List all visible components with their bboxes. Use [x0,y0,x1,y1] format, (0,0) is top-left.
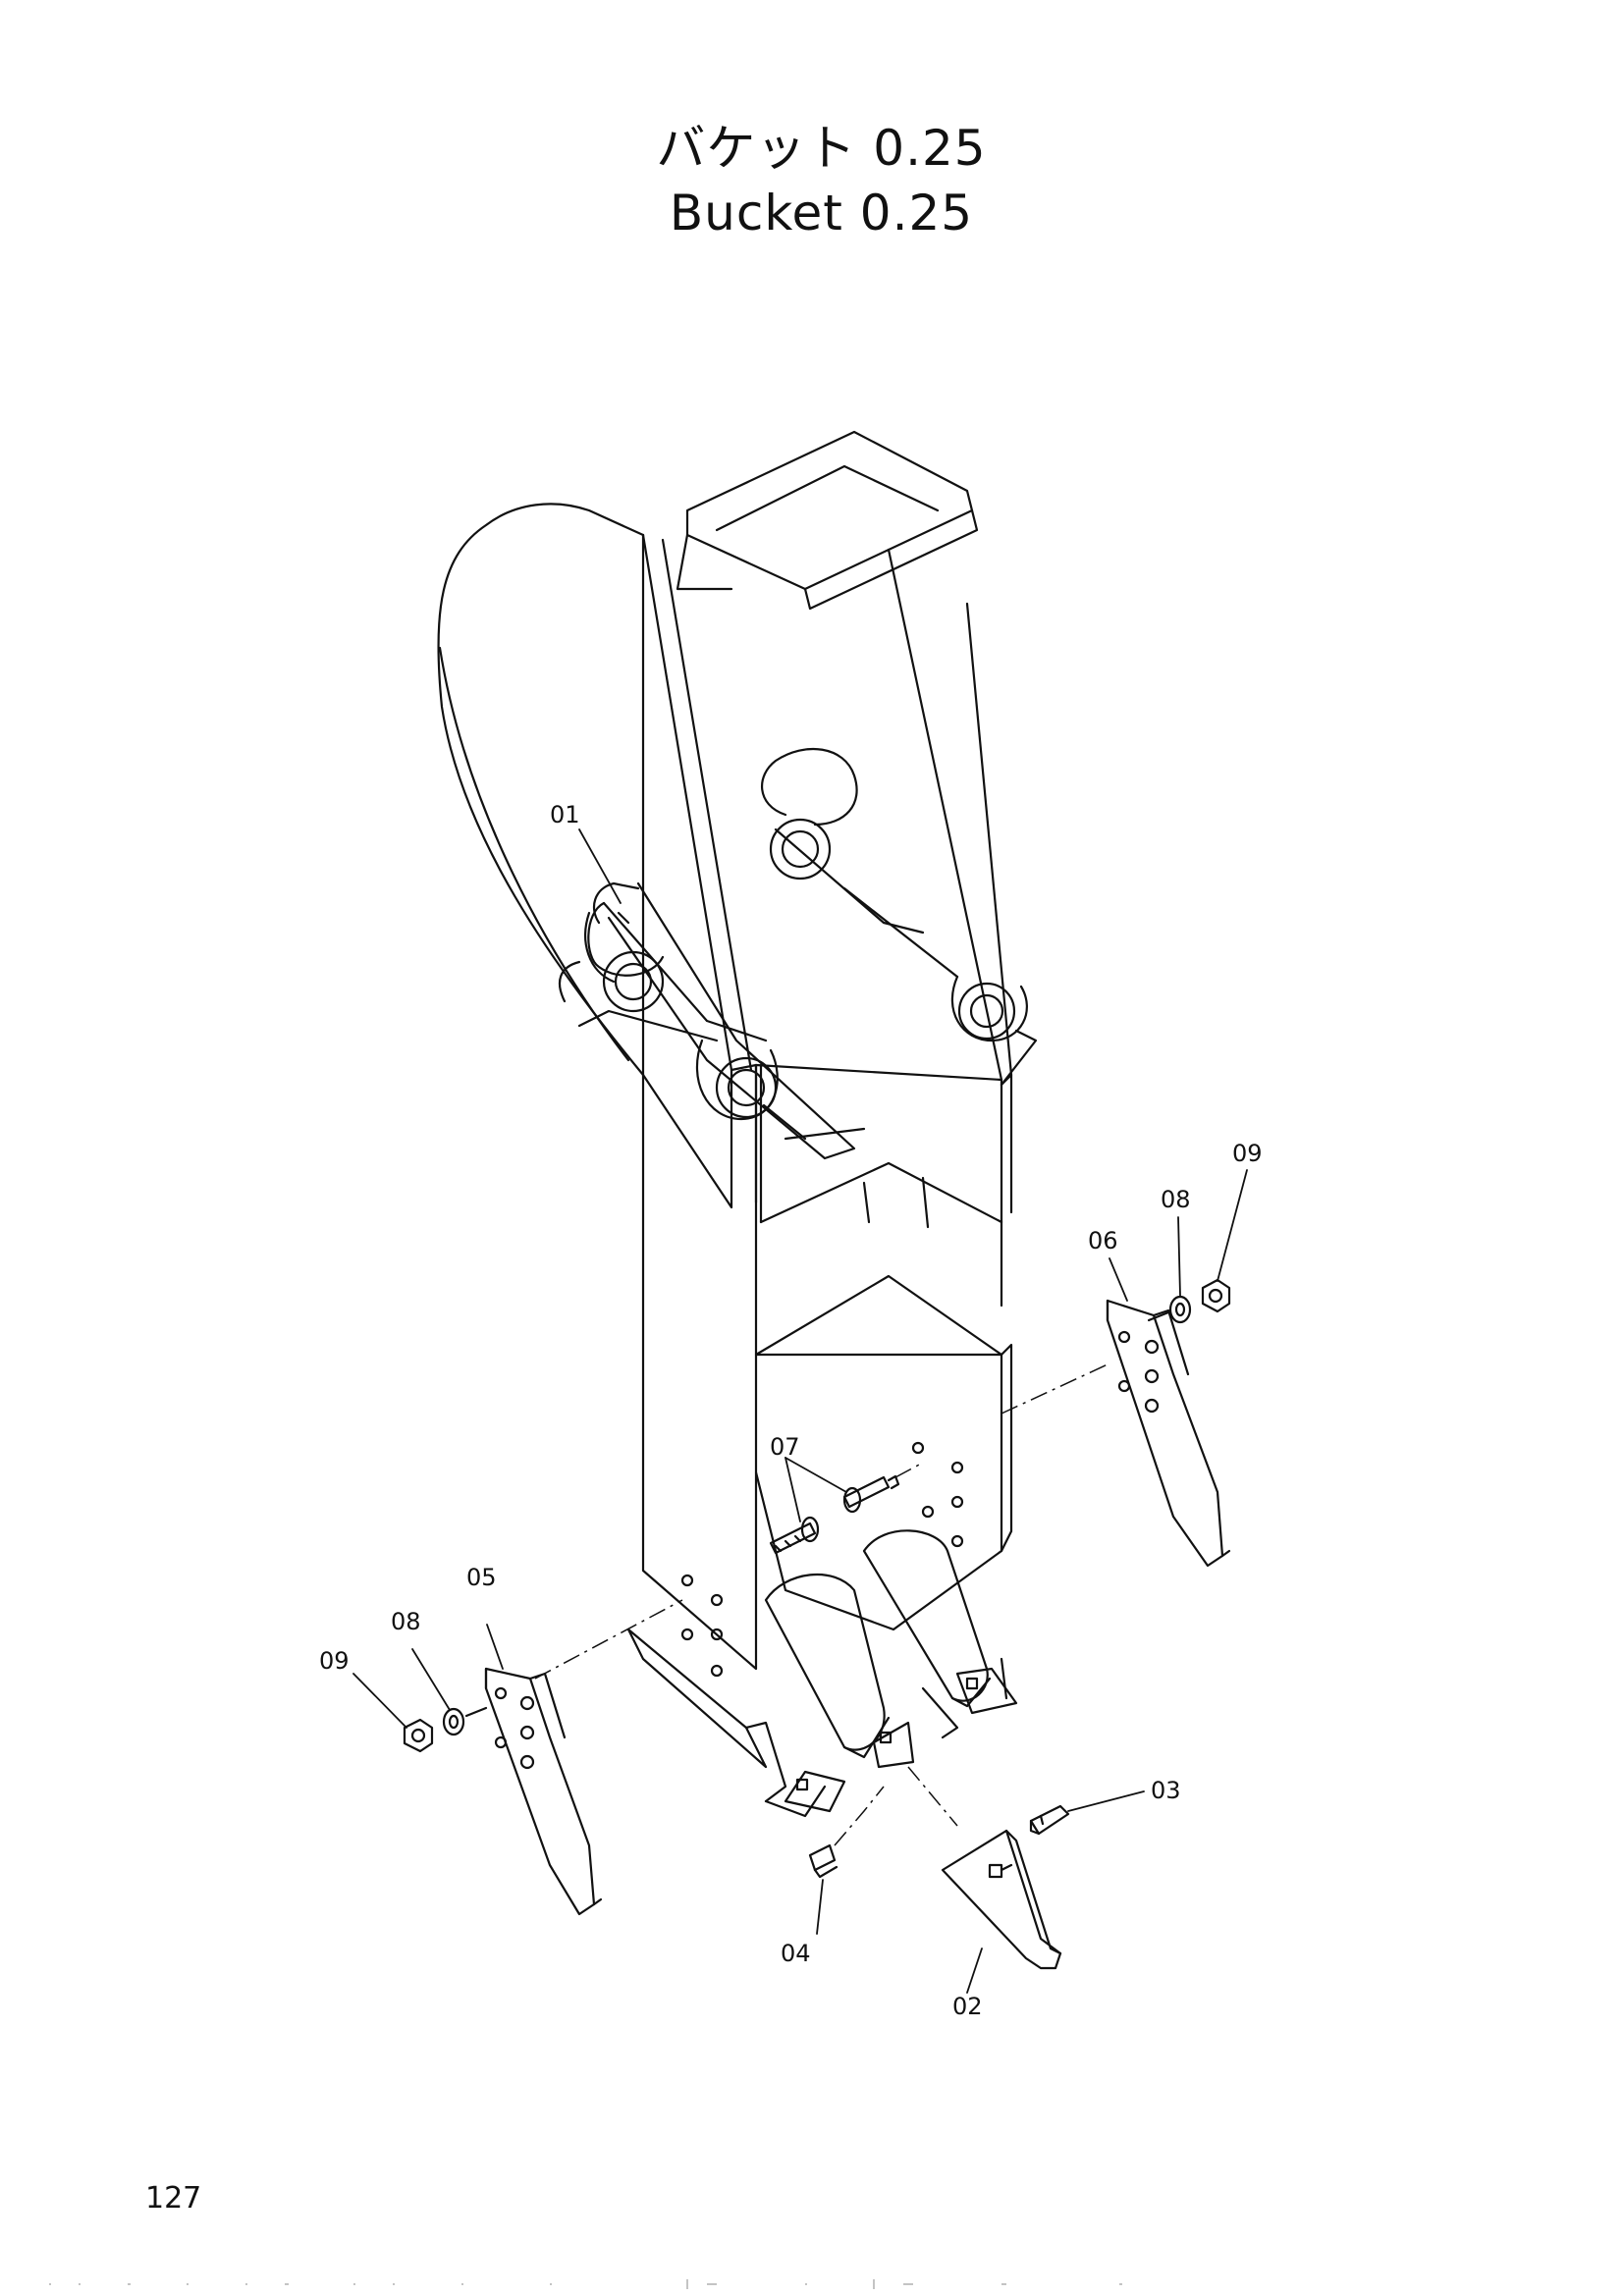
alignment-line-lock [834,1786,885,1846]
leader-04 [816,1879,824,1935]
bolts-07 [769,1474,900,1555]
leader-07a [784,1457,847,1493]
page-number: 127 [145,2181,202,2216]
leader-07b [784,1457,801,1522]
rear-pin-boss-right [957,982,1016,1041]
tooth-tip-left [784,1770,846,1813]
title-block: バケット 0.25 Bucket 0.25 [0,116,1623,245]
leader-03 [1067,1790,1145,1812]
hardware-left [403,1706,488,1753]
washer-08-right [1168,1295,1192,1324]
bolt-07-upper [842,1475,891,1509]
nut-09-left [403,1718,434,1753]
callout-02: 02 [952,1993,983,2020]
tooth-adapter-center [862,1529,989,1702]
callout-06: 06 [1088,1227,1118,1255]
pin-03 [1029,1804,1070,1836]
bucket-body [437,430,1038,1357]
callout-07: 07 [770,1433,800,1461]
left-lug-plate [617,911,630,925]
alignment-line-right [1001,1363,1109,1415]
leader-09-right [1217,1169,1248,1282]
callout-01: 01 [550,801,580,828]
leader-08-right [1177,1216,1181,1297]
title-japanese: バケット 0.25 [656,120,987,177]
bucket-side-shell [437,503,645,1077]
title-english: Bucket 0.25 [669,185,974,241]
lock-04 [808,1843,839,1879]
alignment-line-left [534,1599,683,1680]
side-cutter-right [1106,1299,1231,1568]
side-cutter-left [484,1667,603,1916]
callout-09-right: 09 [1232,1140,1263,1167]
leader-01 [578,828,622,904]
front-pin-boss [715,1056,778,1119]
callout-04: 04 [781,1940,811,1967]
nut-09-right [1201,1278,1231,1313]
leader-02 [966,1948,983,1994]
bucket-lower-area [626,1073,1018,1818]
bolt-07-lower [769,1522,817,1555]
callout-08-right: 08 [1161,1186,1191,1213]
scan-artifact-marks [49,2279,1122,2289]
leader-06 [1109,1257,1128,1302]
alignment-line-tooth [907,1766,958,1827]
left-pin-boss [602,950,665,1013]
tooth-adapter-left [764,1573,886,1751]
bucket-front-plate [641,533,733,1209]
callout-09-left: 09 [319,1647,350,1675]
tooth-tip-center [872,1721,915,1769]
hardware-right [1147,1278,1231,1324]
leader-09-left [352,1673,407,1729]
top-cross-beam [685,430,974,591]
tooth-point-02 [941,1829,1062,1970]
leader-05 [486,1624,504,1670]
callout-05: 05 [466,1564,497,1591]
bucket-lower-front [754,1274,1003,1631]
callout-03: 03 [1151,1777,1181,1804]
tooth-tip-right [955,1667,1018,1715]
leader-08-left [411,1648,451,1711]
callout-08-left: 08 [391,1608,421,1635]
washer-08-left [442,1707,465,1736]
alignment-line-bolts [894,1462,924,1478]
rear-pin-boss [769,818,832,881]
